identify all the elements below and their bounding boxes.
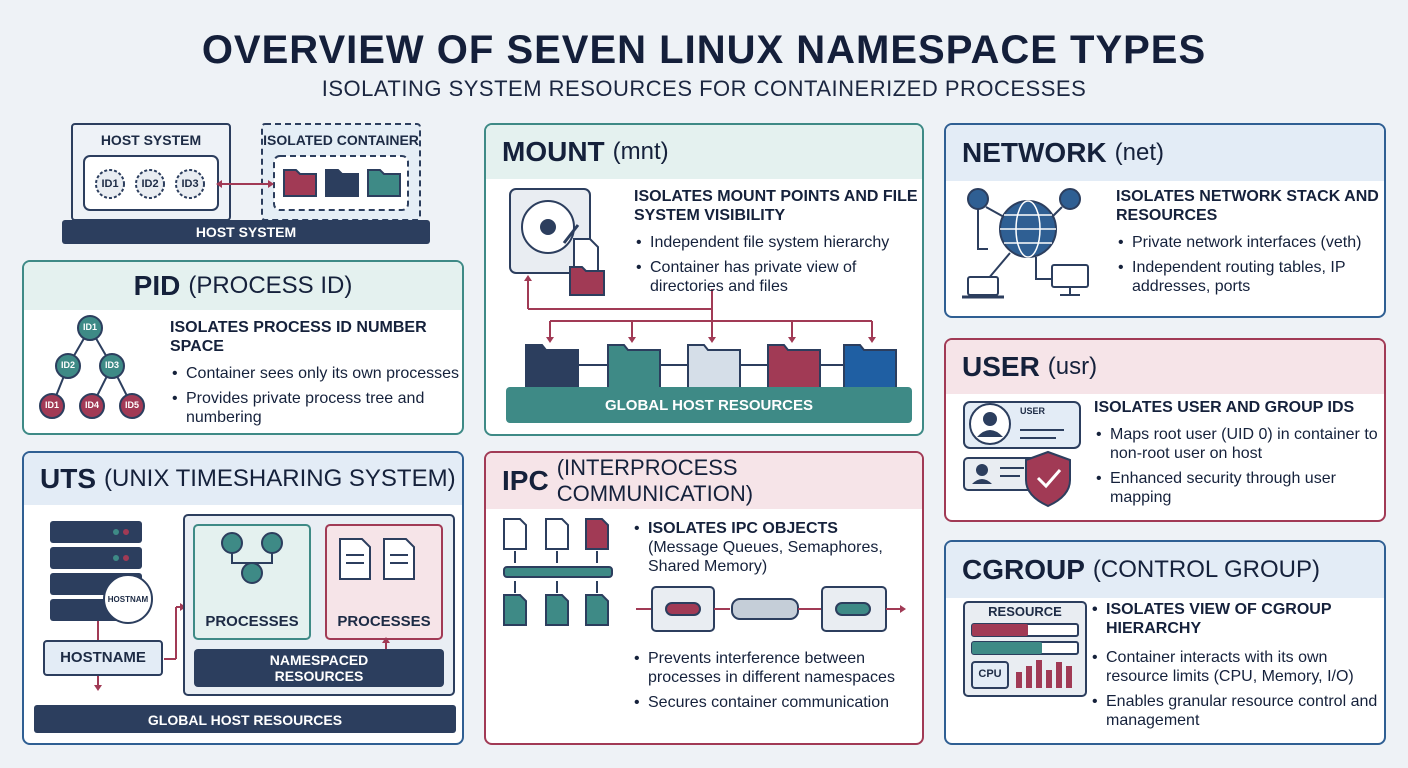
cgroup-cpu-label: CPU: [978, 668, 1002, 680]
pid-card-header: PID (PROCESS ID): [24, 262, 462, 310]
uts-title: UTS: [40, 463, 96, 494]
uts-diagram: HOSTNAM HOSTNAME PROCESSES PROCESSES NAM…: [24, 509, 462, 743]
ipc-heading-list: ISOLATES IPC OBJECTS (Message Queues, Se…: [632, 519, 912, 576]
mount-description: ISOLATES MOUNT POINTS AND FILE SYSTEM VI…: [634, 187, 919, 302]
network-card-header: NETWORK (net): [946, 125, 1384, 181]
user-subtitle: (usr): [1047, 353, 1098, 380]
user-heading: ISOLATES USER AND GROUP IDS: [1094, 399, 1355, 416]
isolated-container-label: ISOLATED CONTAINER: [263, 132, 419, 148]
host-system-base-label: HOST SYSTEM: [195, 224, 297, 240]
id-label-2: ID2: [141, 178, 159, 190]
host-container-diagram: HOST SYSTEM ISOLATED CONTAINER ID1 ID2 I…: [62, 122, 430, 248]
pid-node-3: ID3: [104, 360, 119, 370]
mount-global-resources: GLOBAL HOST RESOURCES: [604, 397, 814, 414]
cgroup-card: CGROUP (CONTROL GROUP) RESOURCE CPU ISOL…: [944, 540, 1386, 745]
network-card: NETWORK (net) ISOLATES NETWORK STACK AND…: [944, 123, 1386, 318]
user-card-label: USER: [1020, 406, 1046, 416]
mount-bullet-1: Independent file system hierarchy: [634, 233, 919, 252]
cgroup-subtitle: (CONTROL GROUP): [1092, 556, 1321, 583]
ipc-subtitle: (INTERPROCESS COMMUNICATION): [556, 455, 754, 506]
cgroup-heading-item: ISOLATES VIEW OF CGROUP HIERARCHY: [1090, 600, 1382, 638]
ipc-bullet-1: Prevents interference between processes …: [632, 649, 912, 687]
cgroup-description: ISOLATES VIEW OF CGROUP HIERARCHY Contai…: [1090, 600, 1382, 736]
ipc-card-header: IPC (INTERPROCESS COMMUNICATION): [486, 453, 922, 509]
pid-description: ISOLATES PROCESS ID NUMBER SPACE Contain…: [170, 318, 460, 433]
user-bullet-1: Maps root user (UID 0) in container to n…: [1094, 425, 1382, 463]
ipc-card: IPC (INTERPROCESS COMMUNICATION): [484, 451, 924, 745]
mount-card: MOUNT (mnt): [484, 123, 924, 436]
network-description: ISOLATES NETWORK STACK AND RESOURCES Pri…: [1116, 187, 1381, 302]
ipc-heading-item: ISOLATES IPC OBJECTS (Message Queues, Se…: [632, 519, 912, 576]
cgroup-resource-label: RESOURCE: [988, 604, 1062, 619]
cgroup-bullet-2: Enables granular resource control and ma…: [1090, 692, 1382, 730]
ipc-heading-note: (Message Queues, Semaphores, Shared Memo…: [648, 539, 883, 575]
pid-title: PID: [133, 270, 181, 301]
cgroup-bullets: ISOLATES VIEW OF CGROUP HIERARCHY Contai…: [1090, 600, 1382, 730]
mount-diagram: GLOBAL HOST RESOURCES: [486, 181, 922, 434]
uts-namespaced-resources: NAMESPACED RESOURCES: [269, 652, 369, 684]
ipc-heading: ISOLATES IPC OBJECTS: [648, 520, 838, 537]
ipc-diagram: [486, 511, 922, 641]
network-bullet-2: Independent routing tables, IP addresses…: [1116, 258, 1381, 296]
pid-bullet-2: Provides private process tree and number…: [170, 389, 460, 427]
pid-heading: ISOLATES PROCESS ID NUMBER SPACE: [170, 319, 427, 355]
uts-subtitle: (UNIX TIMESHARING SYSTEM): [104, 465, 456, 492]
pid-node-6: ID5: [124, 400, 139, 410]
hostname-badge: HOSTNAM: [107, 595, 149, 604]
pid-bullet-1: Container sees only its own processes: [170, 364, 460, 383]
mount-card-header: MOUNT (mnt): [486, 125, 922, 179]
pid-subtitle: (PROCESS ID): [188, 272, 353, 299]
pid-node-5: ID4: [84, 400, 99, 410]
hostname-box: HOSTNAME: [60, 649, 146, 666]
network-diagram: [956, 183, 1106, 313]
uts-card-header: UTS (UNIX TIMESHARING SYSTEM): [24, 453, 462, 505]
network-bullet-1: Private network interfaces (veth): [1116, 233, 1381, 252]
cgroup-heading: ISOLATES VIEW OF CGROUP HIERARCHY: [1106, 601, 1332, 637]
ipc-bullets: Prevents interference between processes …: [632, 649, 912, 712]
network-bullets: Private network interfaces (veth) Indepe…: [1116, 233, 1381, 296]
page-subtitle: ISOLATING SYSTEM RESOURCES FOR CONTAINER…: [321, 76, 1087, 101]
user-bullets: Maps root user (UID 0) in container to n…: [1094, 425, 1382, 507]
mount-bullets: Independent file system hierarchy Contai…: [634, 233, 919, 296]
uts-global-resources: GLOBAL HOST RESOURCES: [147, 712, 343, 728]
user-card: USER (usr) USER ISOLATES USER AND GROUP …: [944, 338, 1386, 522]
network-heading: ISOLATES NETWORK STACK AND RESOURCES: [1116, 188, 1379, 224]
mount-subtitle: (mnt): [612, 138, 669, 165]
uts-processes-2: PROCESSES: [337, 613, 431, 630]
ipc-description-bottom: Prevents interference between processes …: [632, 649, 912, 718]
ipc-description-top: ISOLATES IPC OBJECTS (Message Queues, Se…: [632, 519, 912, 582]
cgroup-card-header: CGROUP (CONTROL GROUP): [946, 542, 1384, 598]
pid-tree-diagram: ID1 ID2 ID3 ID1 ID4 ID5: [34, 314, 174, 429]
cgroup-diagram: RESOURCE CPU: [962, 600, 1090, 700]
page-title: OVERVIEW OF SEVEN LINUX NAMESPACE TYPES: [201, 28, 1207, 72]
cgroup-bullet-1: Container interacts with its own resourc…: [1090, 648, 1382, 686]
id-label-1: ID1: [101, 178, 119, 190]
user-title: USER: [962, 351, 1040, 382]
host-system-label: HOST SYSTEM: [100, 132, 202, 148]
user-diagram: USER: [960, 396, 1090, 514]
pid-node-4: ID1: [44, 400, 59, 410]
uts-card: UTS (UNIX TIMESHARING SYSTEM): [22, 451, 464, 745]
network-subtitle: (net): [1114, 139, 1165, 166]
mount-title: MOUNT: [502, 136, 605, 167]
user-card-header: USER (usr): [946, 340, 1384, 394]
id-label-3: ID3: [181, 178, 199, 190]
uts-processes-1: PROCESSES: [205, 613, 299, 630]
ipc-title: IPC: [502, 465, 549, 496]
pid-node-1: ID1: [82, 322, 97, 332]
user-bullet-2: Enhanced security through user mapping: [1094, 469, 1382, 507]
mount-heading: ISOLATES MOUNT POINTS AND FILE SYSTEM VI…: [634, 188, 918, 224]
ipc-bullet-2: Secures container communication: [632, 693, 912, 712]
user-description: ISOLATES USER AND GROUP IDS Maps root us…: [1094, 398, 1382, 513]
pid-bullets: Container sees only its own processes Pr…: [170, 364, 460, 427]
pid-node-2: ID2: [60, 360, 75, 370]
mount-bullet-2: Container has private view of directorie…: [634, 258, 919, 296]
cgroup-title: CGROUP: [962, 554, 1085, 585]
pid-card: PID (PROCESS ID) ID1 ID2 ID3 ID1 ID4 ID5…: [22, 260, 464, 435]
network-title: NETWORK: [962, 137, 1107, 168]
